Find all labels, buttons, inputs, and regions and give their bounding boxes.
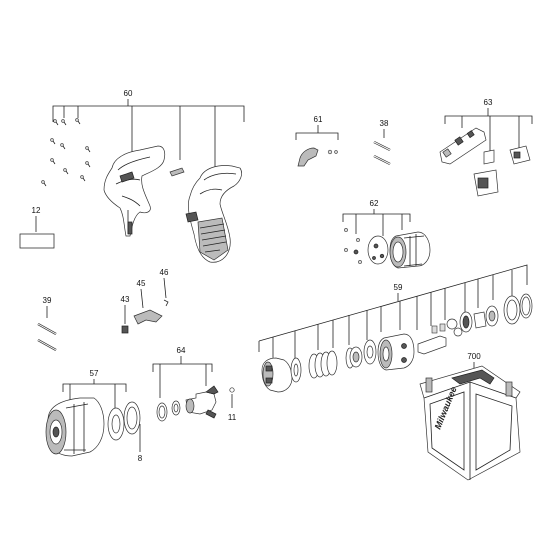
group-64: 64 [152, 346, 219, 422]
spring-46 [163, 299, 169, 307]
group-39: 39 [37, 296, 57, 351]
label-46: 46 [160, 268, 169, 277]
group-11: 11 [228, 387, 237, 422]
name-plate [19, 233, 55, 249]
clip-part [169, 167, 185, 177]
switch-trigger [297, 147, 319, 167]
label-61: 61 [314, 115, 323, 124]
label-8: 8 [138, 454, 143, 463]
grip-overmold [197, 217, 229, 261]
group-12: 12 [19, 206, 55, 249]
group-63: 63 [439, 98, 533, 197]
bracket-60 [52, 105, 245, 122]
group-61: 61 [295, 115, 339, 167]
bracket-59 [258, 264, 528, 342]
group-62: 62 [342, 199, 431, 269]
label-62: 62 [370, 199, 379, 208]
label-45: 45 [137, 279, 146, 288]
belt-clip [133, 309, 163, 325]
label-39: 39 [43, 296, 52, 305]
group-60: 60 [41, 89, 245, 263]
group-46-45-43: 46 45 43 [121, 268, 169, 334]
hammer-spring [308, 350, 338, 379]
motor-plate [367, 235, 389, 265]
screw-43 [121, 325, 129, 334]
bracket-62 [342, 213, 411, 222]
label-12: 12 [32, 206, 41, 215]
led-board [439, 127, 487, 165]
label-43: 43 [121, 295, 130, 304]
label-38: 38 [380, 119, 389, 128]
label-60: 60 [124, 89, 133, 98]
group-700: 700 Milwaukee [419, 352, 521, 481]
bracket-63 [444, 115, 533, 124]
label-57: 57 [90, 369, 99, 378]
bracket-57 [62, 383, 127, 392]
bracket-64 [152, 363, 213, 372]
group-59: 59 [258, 264, 533, 393]
housing-left-half [103, 145, 166, 237]
switch-spring [327, 149, 333, 155]
case-handle [451, 369, 495, 385]
label-59: 59 [394, 283, 403, 292]
label-11: 11 [228, 413, 237, 422]
screws-60 [41, 118, 91, 187]
bracket-61 [295, 132, 339, 140]
group-38: 38 [373, 119, 391, 165]
planet-gear [446, 318, 458, 330]
label-64: 64 [177, 346, 186, 355]
ball-11 [229, 387, 235, 393]
label-700: 700 [467, 352, 481, 361]
group-8: 8 [138, 424, 143, 463]
spindle-shaft [417, 335, 447, 355]
group-57: 57 [45, 369, 141, 457]
label-63: 63 [484, 98, 493, 107]
